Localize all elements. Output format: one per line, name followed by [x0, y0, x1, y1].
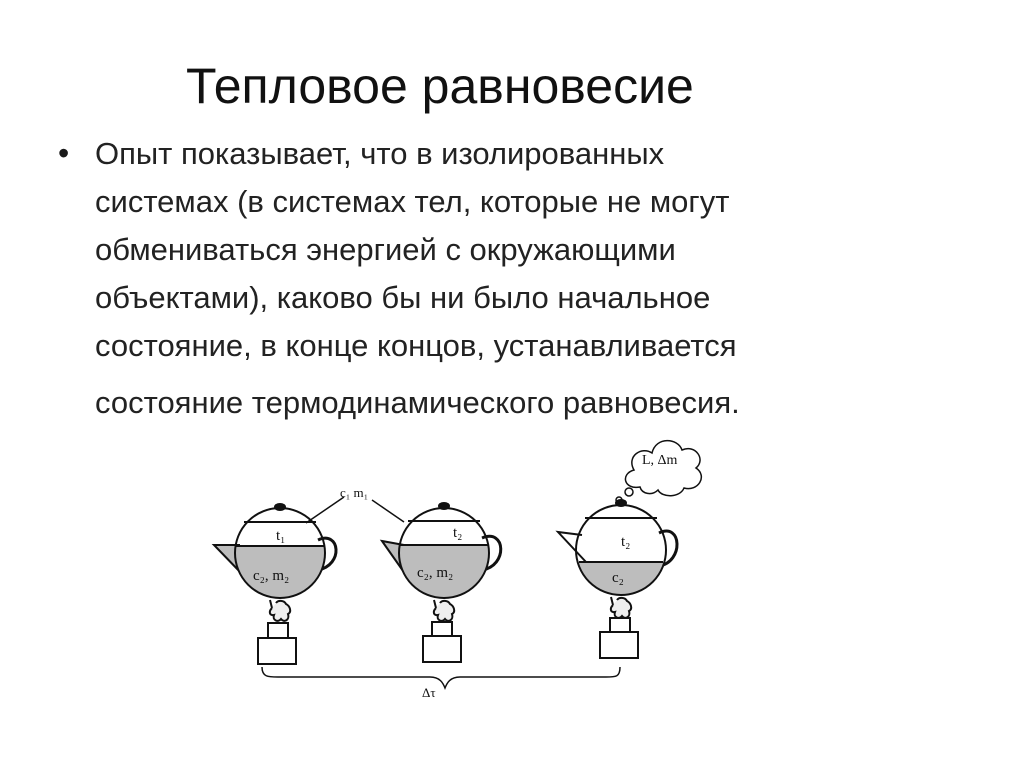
label-t2-pot3: t₂ — [621, 534, 630, 550]
teapot-1-handle — [317, 536, 338, 572]
label-t2-pot2: t₂ — [453, 525, 462, 541]
teapot-1-burner-base — [257, 637, 297, 665]
bullet-line-3: обмениваться энергией с окружающими — [95, 232, 676, 267]
teapot-3-burner-base — [599, 631, 639, 659]
teapot-2-burner-base — [422, 635, 462, 663]
label-c1-m1: c₁ m₁ — [340, 485, 368, 500]
teapot-2-knob — [438, 502, 450, 510]
pointer-line-2 — [371, 499, 405, 523]
cloud-bubble-medium — [624, 487, 634, 497]
interval-brace — [261, 666, 621, 691]
teapot-1 — [211, 503, 338, 665]
label-pot3-liquid: c₂ — [612, 570, 624, 586]
bullet-text: Опыт показывает, что в изолированных сис… — [95, 130, 955, 427]
bullet-line-5: состояние, в конце концов, устанавливает… — [95, 328, 737, 363]
bullet-line-2: системах (в системах тел, которые не мог… — [95, 184, 730, 219]
cloud-shape — [624, 439, 702, 497]
teapot-2-handle — [481, 534, 503, 572]
label-pot2-liquid: c₂, m₂ — [417, 565, 453, 581]
teapot-3-flame — [609, 596, 633, 619]
page-title: Тепловое равновесие — [186, 58, 694, 114]
teapot-3-spout — [555, 530, 587, 563]
thought-cloud — [615, 439, 702, 504]
teapot-1-knob — [274, 503, 286, 511]
label-delta-tau: Δτ — [422, 685, 436, 700]
bullet-line-4: объектами), каково бы ни было начальное — [95, 280, 711, 315]
teapot-1-flame — [268, 599, 292, 622]
bullet-line-6: состояние термодинамического равновесия. — [95, 385, 740, 420]
label-pot1-liquid: c₂, m₂ — [253, 568, 289, 584]
label-cloud: L, Δm — [642, 453, 678, 468]
teapot-3-handle — [658, 529, 679, 568]
bullet-marker: • — [58, 135, 70, 171]
bullet-line-1: Опыт показывает, что в изолированных — [95, 136, 665, 171]
teapot-1-burner-stand — [267, 622, 289, 640]
teapot-2 — [379, 502, 503, 663]
label-t1: t₁ — [276, 528, 285, 544]
pointer-line-1 — [305, 496, 345, 524]
cloud-bubble-small — [615, 496, 623, 504]
teapot-2-flame — [432, 599, 456, 622]
